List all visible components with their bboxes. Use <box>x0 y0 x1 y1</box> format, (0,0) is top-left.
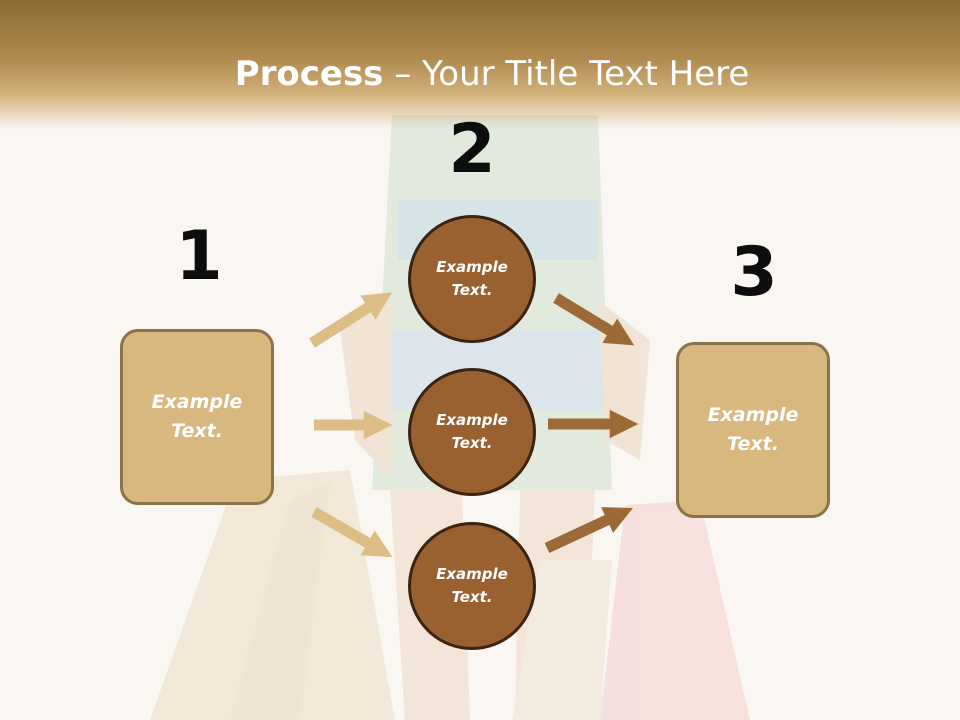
step-1-box: Example Text. <box>120 329 274 505</box>
title-banner <box>0 0 960 130</box>
circle-bottom-text: Example Text. <box>436 565 508 606</box>
page-title: Process – Your Title Text Here <box>0 52 960 96</box>
title-bold: Process <box>234 54 384 94</box>
step-number-1: 1 <box>175 217 223 296</box>
circle-top-text: Example Text. <box>436 258 508 299</box>
arrow-1-to-top <box>309 292 393 348</box>
step-number-3: 3 <box>730 233 778 312</box>
circle-middle-text: Example Text. <box>436 411 508 452</box>
title-rest: – Your Title Text Here <box>383 54 750 94</box>
arrow-bottom-to-3 <box>544 507 633 553</box>
step-2-circle-top: Example Text. <box>408 215 536 343</box>
step-2-circle-bottom: Example Text. <box>408 522 536 650</box>
step-1-text: Example Text. <box>151 391 243 442</box>
arrow-top-to-3 <box>553 293 635 346</box>
arrow-1-to-bottom <box>311 507 393 558</box>
step-3-box: Example Text. <box>676 342 830 518</box>
step-2-circle-middle: Example Text. <box>408 368 536 496</box>
step-3-text: Example Text. <box>707 404 799 455</box>
step-number-2: 2 <box>448 110 496 189</box>
